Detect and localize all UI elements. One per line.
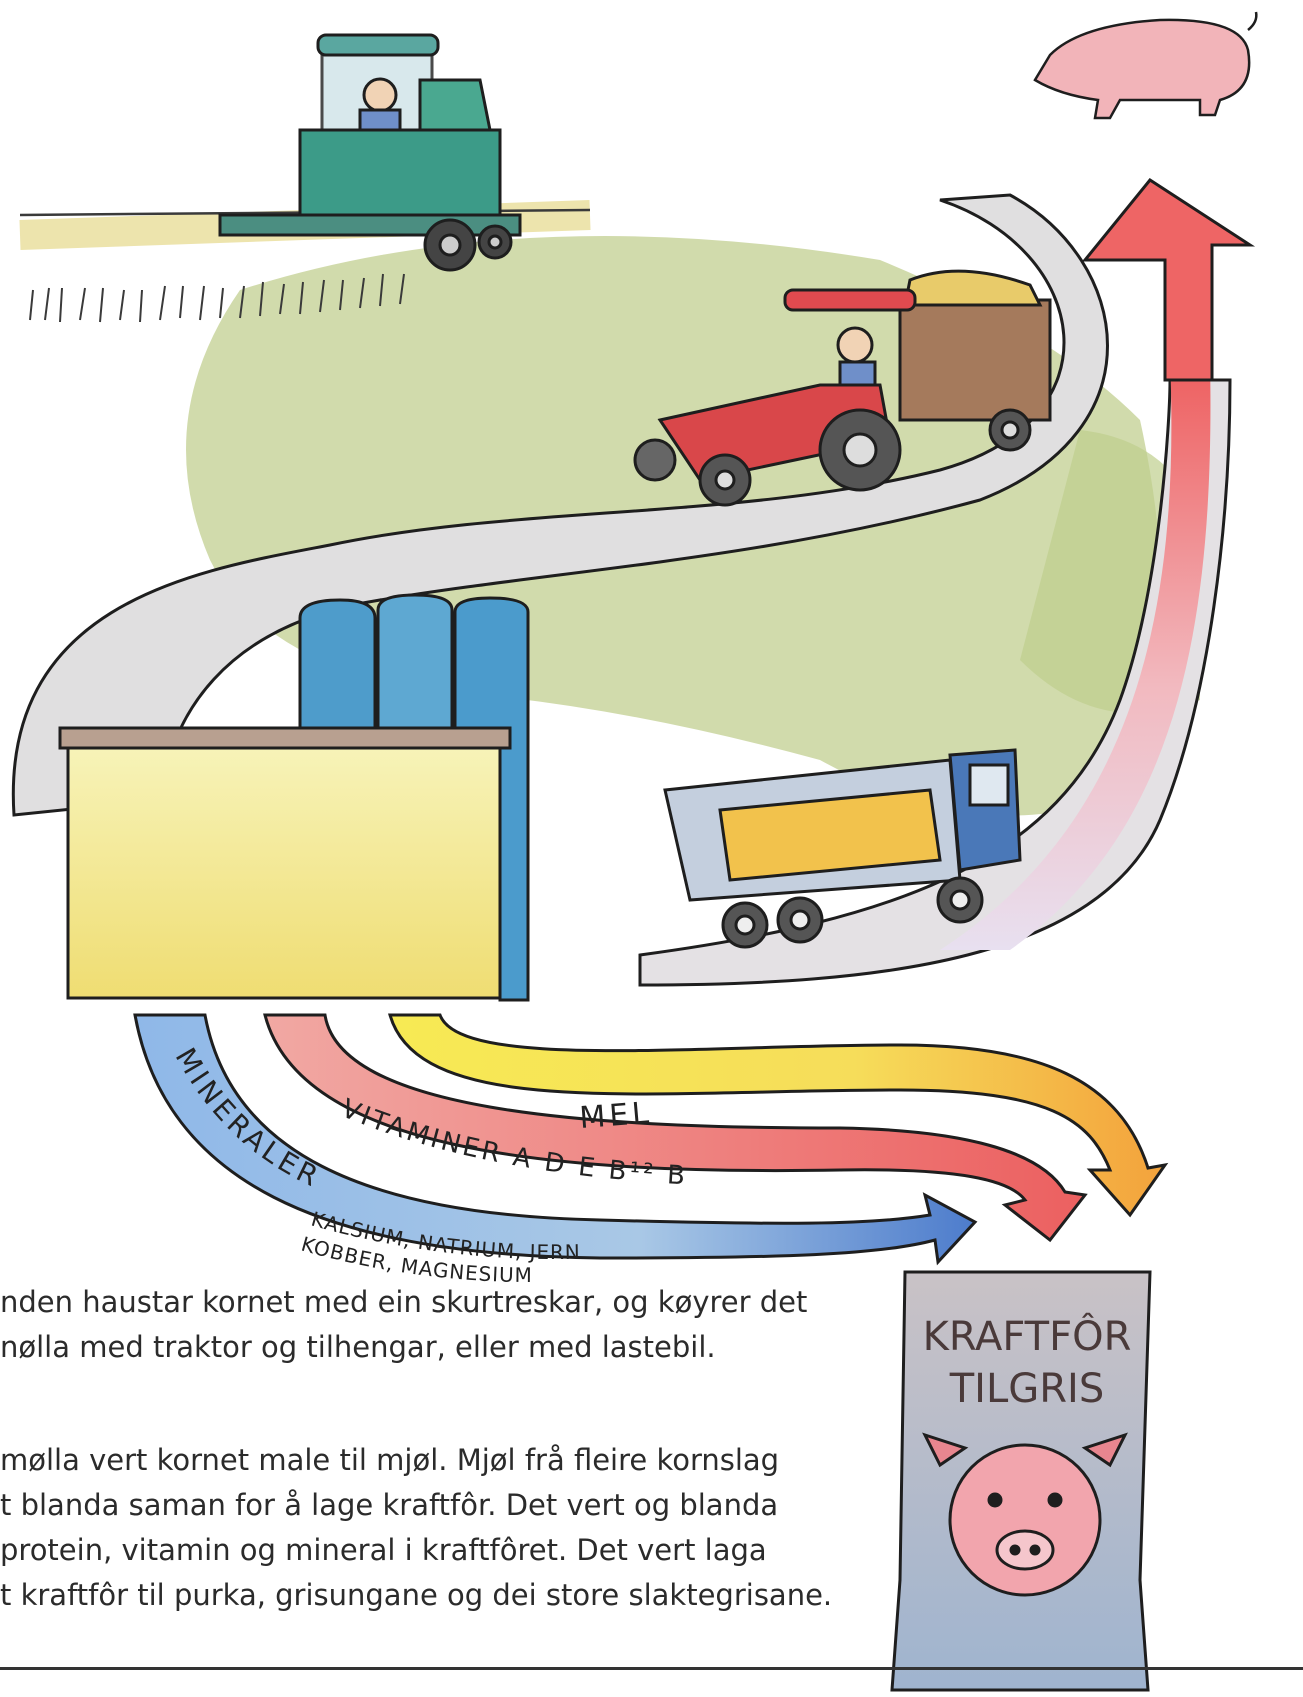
combine-harvester: [220, 35, 520, 270]
paragraph-harvest: nden haustar kornet med ein skurtreskar,…: [0, 1280, 880, 1370]
feed-bag: KRAFTFÔR TILGRIS: [892, 1272, 1150, 1690]
pig-illustration: [1035, 12, 1256, 118]
bag-label-line2: TILGRIS: [949, 1366, 1105, 1412]
divider-rule: [0, 1667, 1303, 1670]
mel-label: MEL: [578, 1095, 654, 1136]
paragraph-line: t blanda saman for å lage kraftfôr. Det …: [0, 1483, 880, 1528]
bag-label-line1: KRAFTFÔR: [923, 1312, 1132, 1360]
paragraph-line: mølla vert kornet male til mjøl. Mjøl fr…: [0, 1438, 880, 1483]
paragraph-line: nden haustar kornet med ein skurtreskar,…: [0, 1280, 880, 1325]
paragraph-line: t kraftfôr til purka, grisungane og dei …: [0, 1573, 880, 1618]
paragraph-line: protein, vitamin og mineral i kraftfôret…: [0, 1528, 880, 1573]
paragraph-mill: mølla vert kornet male til mjøl. Mjøl fr…: [0, 1438, 880, 1618]
paragraph-line: nølla med traktor og tilhengar, eller me…: [0, 1325, 880, 1370]
